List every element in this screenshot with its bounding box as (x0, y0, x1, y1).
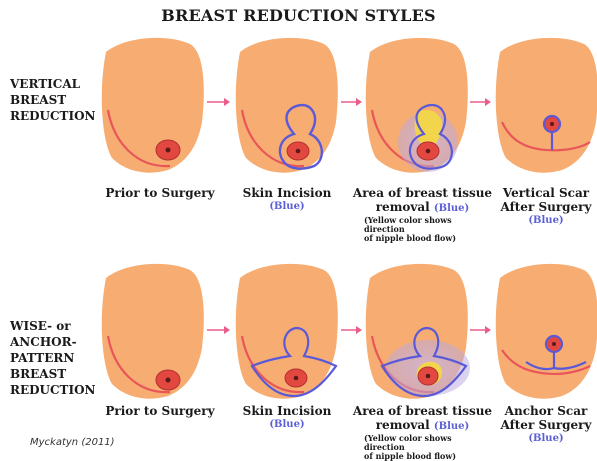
panel-r2-prior (102, 264, 204, 399)
nipple (550, 122, 554, 126)
blue-note: (Blue) (434, 421, 469, 432)
torso-shape (102, 264, 204, 399)
torso-shape (496, 38, 597, 173)
panel-r1-removal (366, 38, 468, 173)
blue-note: (Blue) (496, 214, 596, 228)
panel-r1-incision (236, 38, 338, 173)
panel-r1-scar (496, 38, 597, 173)
caption-r2-prior: Prior to Surgery (100, 404, 220, 418)
caption-r1-scar: Vertical Scar After Surgery (Blue) (496, 186, 596, 228)
nipple (426, 149, 431, 154)
arrow-r1-2 (341, 98, 362, 106)
panel-r1-prior (102, 38, 204, 173)
nipple (166, 378, 171, 383)
panel-r2-scar (496, 264, 597, 399)
caption-r1-prior: Prior to Surgery (100, 186, 220, 200)
panel-r2-incision (236, 264, 338, 399)
blue-note: (Blue) (232, 418, 342, 432)
nipple (296, 149, 301, 154)
yellow-note: (Yellow color shows direction of nipple … (350, 216, 495, 243)
nipple (294, 376, 299, 381)
arrow-r2-3 (470, 326, 491, 334)
torso-shape (496, 264, 597, 399)
blue-note: (Blue) (434, 203, 469, 214)
row-label-vertical: VERTICAL BREAST REDUCTION (10, 76, 96, 124)
blue-note: (Blue) (496, 432, 596, 446)
caption-r1-removal: Area of breast tissue removal (Blue) (Ye… (350, 186, 495, 243)
caption-r1-incision: Skin Incision (Blue) (232, 186, 342, 214)
blue-note: (Blue) (232, 200, 342, 214)
panel-r2-removal (366, 264, 470, 399)
row-label-anchor: WISE- or ANCHOR- PATTERN BREAST REDUCTIO… (10, 318, 96, 398)
arrow-r2-1 (207, 326, 230, 334)
caption-r2-incision: Skin Incision (Blue) (232, 404, 342, 432)
arrow-r2-2 (341, 326, 362, 334)
arrow-r1-1 (207, 98, 230, 106)
arrow-r1-3 (470, 98, 491, 106)
nipple (426, 374, 431, 379)
credit-signature: Myckatyn (2011) (30, 437, 115, 448)
caption-r2-scar: Anchor Scar After Surgery (Blue) (496, 404, 596, 446)
nipple (552, 342, 556, 346)
yellow-note: (Yellow color shows direction of nipple … (350, 434, 495, 461)
caption-r2-removal: Area of breast tissue removal (Blue) (Ye… (350, 404, 495, 461)
torso-shape (102, 38, 204, 173)
nipple (166, 148, 171, 153)
